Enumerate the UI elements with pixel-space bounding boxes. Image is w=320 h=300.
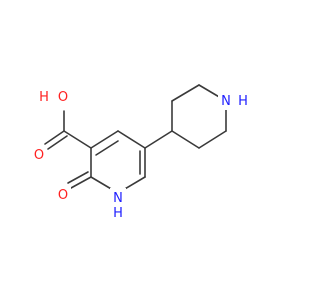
atom-mask-oh	[36, 86, 70, 106]
carboxyl-o-label: O	[34, 148, 44, 163]
bond-layer	[44, 84, 227, 194]
hydroxyl-h-label: H	[39, 90, 49, 105]
bond-cooh-o-double-a	[44, 130, 65, 145]
bond-pip-c6-c5	[198, 130, 227, 149]
bond-c5-c4prime	[144, 130, 173, 149]
bond-pip-c5-c4	[171, 130, 200, 149]
pyridone-nh-h-label: H	[113, 206, 123, 221]
atom-mask-o-carboxyl	[31, 145, 47, 163]
bond-cooh-o-double-b	[47, 135, 68, 150]
atom-mask-o-ring	[55, 185, 71, 203]
atom-label-layer: H O O O N H N H	[31, 86, 252, 224]
ring-carbonyl-o-label: O	[58, 188, 68, 203]
bond-c2-o-double-b	[67, 171, 89, 184]
molecule-structure-diagram: H O O O N H N H	[31, 84, 252, 224]
piperidine-nh-h-label: H	[238, 94, 248, 109]
bond-c3-c4	[90, 130, 119, 149]
piperidine-n-label: N	[221, 94, 231, 109]
bond-c3-cooh	[63, 130, 92, 149]
atom-mask-n-pyridone	[110, 188, 126, 224]
bond-pip-c3-c2	[171, 84, 200, 102]
bond-c2-o-double-a	[70, 176, 92, 189]
hydroxyl-o-label: O	[58, 90, 68, 105]
bond-c4-c5	[117, 130, 146, 149]
bond-c3-c4-inner	[95, 140, 119, 156]
pyridone-n-label: N	[113, 191, 123, 206]
atom-mask-n-piperidine	[218, 90, 252, 110]
